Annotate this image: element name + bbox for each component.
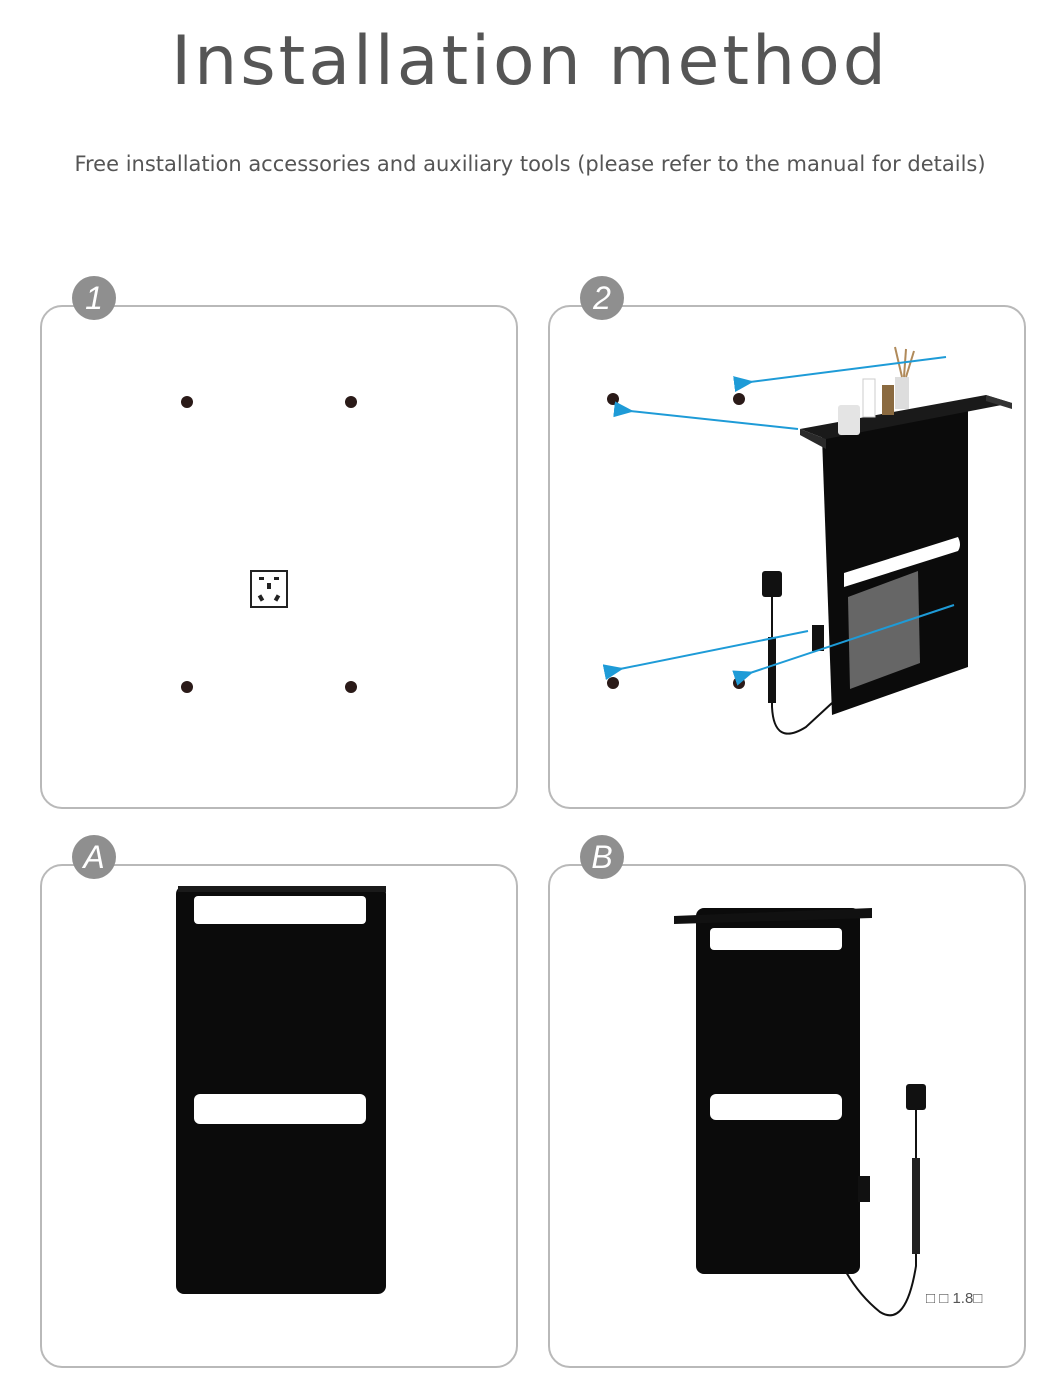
step-2-badge: 2 [580, 276, 624, 320]
view-b-panel: □ □ 1.8□ [548, 864, 1026, 1368]
screw-hole-bottom-right [733, 677, 745, 689]
screw-hole-top-right [733, 393, 745, 405]
screw-hole-top-left [181, 396, 193, 408]
arrow-top-right [733, 356, 947, 392]
screw-hole-bottom-left [181, 681, 193, 693]
screw-hole-top-left [607, 393, 619, 405]
screw-hole-top-right [345, 396, 357, 408]
arrow-top-left [613, 401, 799, 430]
view-a-panel [40, 864, 518, 1368]
step-2-panel [548, 305, 1026, 809]
step-2-illustration [602, 346, 1012, 735]
towel-rack-product [762, 346, 1012, 735]
view-b-badge: B [580, 835, 624, 879]
arrow-bottom-right [732, 604, 955, 686]
arrow-bottom-left [602, 630, 809, 681]
front-view-illustration [176, 886, 386, 1294]
screw-hole-bottom-left [607, 677, 619, 689]
wall-socket-icon [250, 570, 288, 608]
cable-length-label: □ □ 1.8□ [926, 1290, 983, 1307]
side-view-illustration [674, 908, 926, 1317]
view-a-badge: A [72, 835, 116, 879]
towel-rack-side-view [674, 908, 926, 1317]
towel-rack-front-view [176, 886, 386, 1294]
step-1-panel [40, 305, 518, 809]
screw-hole-bottom-right [345, 681, 357, 693]
page-title: Installation method [171, 22, 889, 101]
step-1-illustration [181, 396, 357, 693]
page-subtitle: Free installation accessories and auxili… [74, 152, 986, 176]
step-1-badge: 1 [72, 276, 116, 320]
